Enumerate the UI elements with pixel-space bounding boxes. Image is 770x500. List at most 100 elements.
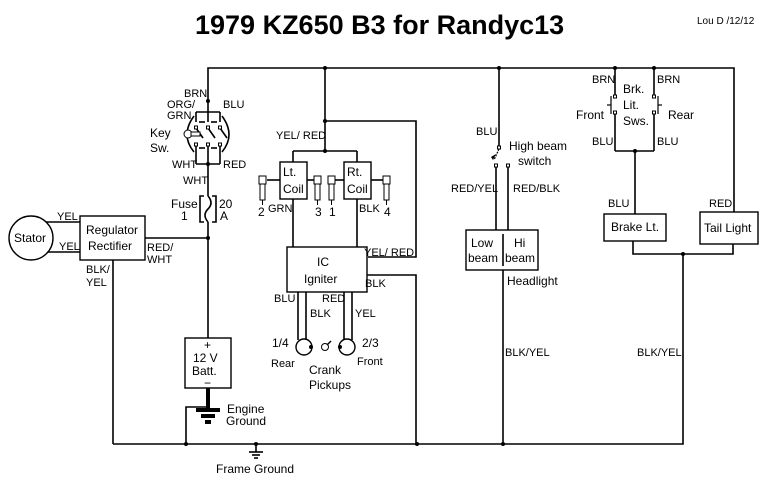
pickup-front-label: Front — [357, 356, 383, 368]
key-switch-label-2: Sw. — [150, 141, 169, 155]
regulator-label-1: Regulator — [86, 223, 138, 237]
igniter-ground-wire — [367, 274, 417, 444]
wire-label-org: ORG/ — [167, 99, 196, 111]
brake-light — [603, 213, 667, 242]
battery-minus: − — [204, 376, 211, 390]
spark-plug-icon — [258, 175, 267, 205]
wire-label-pickup-blk: BLK — [310, 308, 331, 320]
wire-label-tail-red: RED — [709, 198, 732, 210]
wire-label-headlight-blk-yel: BLK/YEL — [505, 347, 550, 359]
wire-label-blk: BLK — [359, 203, 380, 215]
wire-label-blk-yel-2: YEL — [86, 277, 107, 289]
wire-label-red: RED — [223, 159, 246, 171]
engine-ground-icon — [184, 388, 220, 446]
wire-label-wht: WHT — [172, 159, 197, 171]
headlight-low-label-2: beam — [468, 251, 498, 265]
wire-label-grn: GRN — [268, 203, 293, 215]
battery — [184, 337, 232, 389]
wire-label-red-wht-1: RED/ — [147, 242, 174, 254]
igniter-label-2: Igniter — [304, 272, 337, 286]
wire-label-pickup-yel: YEL — [355, 308, 376, 320]
stator — [8, 215, 54, 261]
wire-label-brk-brn-rear: BRN — [657, 74, 680, 86]
wire-label-pickup-blu: BLU — [274, 293, 295, 305]
battery-label: Batt. — [192, 364, 217, 378]
high-beam-switch-label-2: switch — [518, 154, 551, 168]
high-beam-switch-label-1: High beam — [509, 139, 567, 153]
stator-wires — [46, 221, 80, 253]
crank-pickups-label-2: Pickups — [309, 378, 351, 392]
diagram-title: 1979 KZ650 B3 for Randyc13 — [195, 10, 564, 40]
regulator-label-2: Rectifier — [88, 239, 132, 253]
fuse-number: 1 — [181, 209, 188, 223]
ic-igniter — [286, 246, 368, 293]
plug-number-4: 4 — [384, 205, 391, 219]
timing-rotor-icon — [321, 340, 332, 351]
frame-ground-label: Frame Ground — [216, 462, 294, 476]
left-coil-label-2: Coil — [283, 182, 304, 196]
key-icon — [183, 129, 201, 139]
spark-plug-icon — [382, 175, 391, 205]
brake-light-switches — [607, 68, 662, 215]
igniter-label-1: IC — [317, 255, 329, 269]
wire-label-grn: GRN — [167, 110, 192, 122]
regulator-rectifier — [79, 215, 146, 261]
brake-switches-label-2: Lit. — [623, 98, 639, 112]
brake-switches-label-1: Brk. — [623, 82, 644, 96]
wire-label-rear-blk-yel: BLK/YEL — [637, 347, 682, 359]
fuse-label: Fuse — [171, 197, 198, 211]
key-switch-label-1: Key — [150, 126, 171, 140]
wire-label-stator-yel-2: YEL — [59, 241, 80, 253]
tail-light — [699, 211, 759, 245]
pickup-rear-label: Rear — [271, 358, 295, 370]
wire-label-brk-blu-rear: BLU — [657, 136, 678, 148]
wire-label-coil-yel-red: YEL/ RED — [276, 130, 326, 142]
pickup-rear-number: 1/4 — [272, 336, 289, 350]
stator-label: Stator — [14, 231, 46, 245]
brake-front-label: Front — [576, 108, 605, 122]
wire-label-hb-blu: BLU — [476, 126, 497, 138]
headlight — [465, 229, 539, 271]
headlight-label: Headlight — [507, 274, 558, 288]
wire-label-wht-lower: WHT — [183, 175, 208, 187]
key-switch — [186, 99, 230, 180]
headlight-hi-label-2: beam — [505, 251, 535, 265]
fuse — [199, 180, 217, 338]
wire-label-brk-blu-front: BLU — [592, 136, 613, 148]
right-coil-label-1: Rt. — [347, 165, 362, 179]
high-beam-switch — [491, 68, 510, 230]
wire-label-red-yel: RED/YEL — [451, 183, 498, 195]
crank-pickups-label-1: Crank — [309, 363, 342, 377]
left-coil-label-1: Lt. — [283, 165, 296, 179]
wire-label-igniter-blk: BLK — [365, 278, 386, 290]
fuse-rating-unit: A — [220, 209, 228, 223]
brake-light-label: Brake Lt. — [611, 220, 659, 234]
wire-label-igniter-yel-red: YEL/ RED — [364, 247, 414, 259]
headlight-low-label-1: Low — [471, 236, 493, 250]
wire-label-blu: BLU — [223, 99, 244, 111]
spark-plug-icon — [327, 175, 336, 205]
tail-light-label: Tail Light — [704, 221, 752, 235]
author-note: Lou D /12/12 — [697, 16, 755, 27]
plug-number-1: 1 — [329, 205, 336, 219]
plug-number-3: 3 — [315, 205, 322, 219]
battery-voltage: 12 V — [193, 351, 218, 365]
wire-label-brake-lt-blu: BLU — [608, 198, 629, 210]
wire-label-pickup-red: RED — [322, 293, 345, 305]
wire-label-brn: BRN — [184, 88, 207, 100]
pickup-wires — [297, 292, 353, 340]
wire-label-red-blk: RED/BLK — [513, 183, 561, 195]
frame-ground-icon — [249, 444, 263, 459]
coil-feed-wires — [292, 68, 417, 258]
brake-rear-label: Rear — [668, 108, 694, 122]
right-coil-label-2: Coil — [347, 182, 368, 196]
wire-label-brk-brn-front: BRN — [592, 74, 615, 86]
battery-plus: + — [204, 338, 211, 352]
headlight-hi-label-1: Hi — [514, 236, 525, 250]
engine-ground-label-1: Engine — [227, 402, 265, 416]
pickup-front-number: 2/3 — [362, 336, 379, 350]
spark-plug-icon — [313, 175, 322, 205]
rear-light-ground-wires — [632, 241, 734, 256]
wire-label-blk-yel-1: BLK/ — [86, 264, 111, 276]
